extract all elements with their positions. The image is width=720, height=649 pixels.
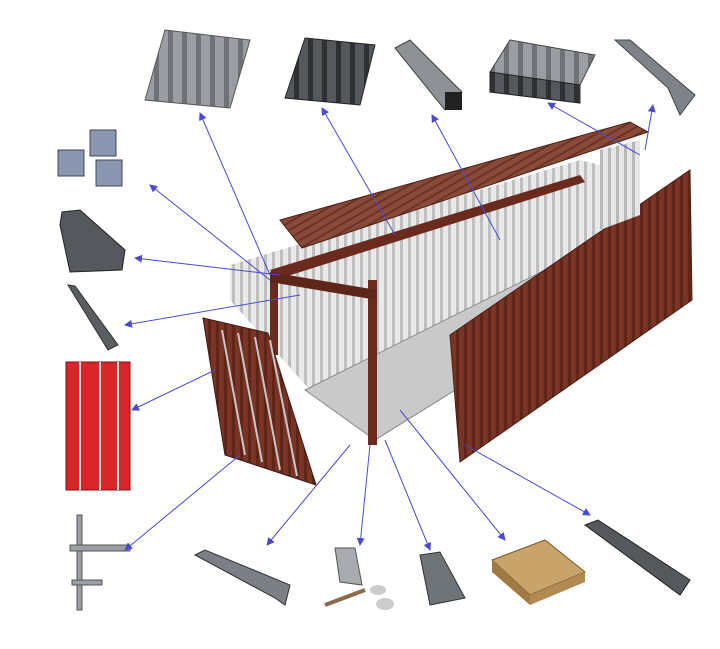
corner-post-front (368, 280, 377, 445)
part-corner-castings (57, 129, 123, 187)
part-stacked-sheets (489, 39, 596, 104)
part-dark-panel (284, 37, 376, 106)
arrow (124, 454, 241, 551)
part-lock-bar (69, 514, 131, 611)
part-channel (419, 551, 466, 606)
container-doors (202, 317, 317, 486)
arrow (266, 444, 351, 546)
arrow (399, 409, 506, 541)
top-frame (270, 175, 585, 280)
part-square-tube (394, 39, 463, 111)
rear-end-wall (600, 140, 640, 230)
arrow (199, 112, 271, 276)
arrow (124, 294, 301, 328)
arrow (384, 439, 432, 551)
front-header (270, 272, 377, 300)
arrow (131, 369, 216, 411)
part-red-door (65, 361, 131, 491)
arrow (321, 107, 396, 236)
part-corrugated-panel (144, 29, 251, 109)
part-z-channel (193, 549, 291, 606)
part-side-rail (583, 519, 691, 596)
part-plate-stack (59, 209, 126, 273)
corner-post-left (270, 275, 278, 355)
door-lock-rods (221, 329, 298, 477)
arrow (149, 184, 271, 281)
part-plywood (491, 539, 586, 605)
rear-grey-wall (230, 160, 600, 390)
arrow (547, 102, 641, 156)
part-hinge (324, 547, 394, 610)
container-assembly (202, 121, 693, 486)
part-angle-bar (67, 284, 119, 351)
arrow (134, 254, 281, 276)
part-angle-profile (613, 39, 696, 116)
arrow (644, 104, 656, 151)
arrow (431, 114, 501, 241)
arrow (464, 444, 591, 516)
arrow (356, 444, 371, 546)
callout-arrows (124, 102, 656, 551)
